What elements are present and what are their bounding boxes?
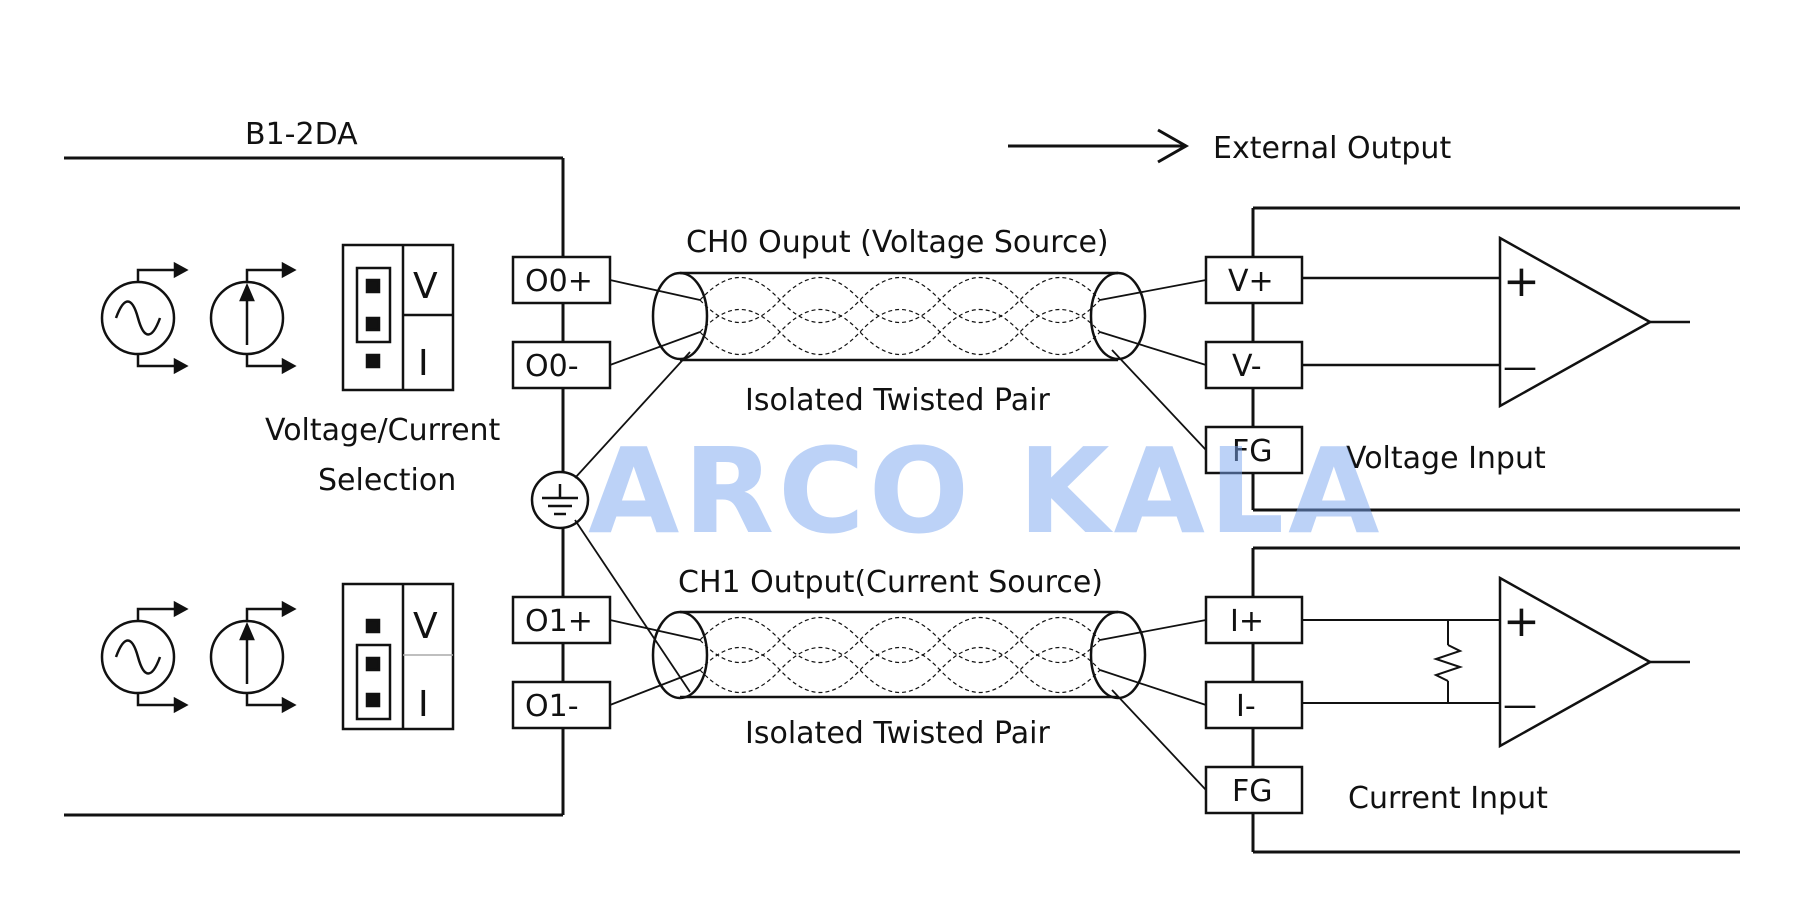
terminal-o1-plus: O1+ [525, 604, 593, 639]
current-source-icon-ch0 [209, 261, 297, 375]
ac-voltage-source-icon-ch1 [100, 600, 189, 714]
current-source-icon-ch1 [209, 600, 297, 714]
legend-arrow [1008, 128, 1190, 164]
twisted-pair-cable-ch0 [651, 271, 1147, 362]
cable-to-receiver-wires [1099, 279, 1207, 791]
jumper-i-label-ch1: I [418, 684, 429, 725]
op-amp-icon-ch0 [1302, 235, 1690, 409]
jumper-selector-ch0 [341, 243, 455, 392]
jumper-selector-ch1 [341, 582, 455, 731]
terminal-fg-ch0: FG [1232, 434, 1273, 469]
terminal-fg-ch1: FG [1232, 774, 1273, 809]
selection-label-line1: Voltage/Current [265, 413, 501, 448]
channel-0-title: CH0 Ouput (Voltage Source) [686, 225, 1109, 260]
watermark-logo: ARCO KALA [588, 422, 1383, 560]
terminal-v-plus: V+ [1228, 264, 1274, 299]
op-amp-minus-ch0: — [1503, 347, 1537, 387]
op-amp-minus-ch1: — [1503, 685, 1537, 725]
twisted-pair-cable-ch1 [651, 610, 1147, 700]
module-to-cable-wires [574, 279, 701, 706]
op-amp-plus-ch0: + [1503, 256, 1540, 307]
terminal-v-minus: V- [1232, 349, 1262, 384]
channel-1-title: CH1 Output(Current Source) [678, 565, 1103, 600]
jumper-v-label-ch1: V [413, 606, 438, 647]
op-amp-plus-ch1: + [1503, 596, 1540, 647]
module-terminal-boxes [511, 255, 612, 730]
receiver-terminal-boxes-ch1 [1204, 595, 1304, 815]
jumper-i-label-ch0: I [418, 343, 429, 384]
terminal-i-plus: I+ [1230, 604, 1264, 639]
legend-label: External Output [1213, 131, 1451, 166]
current-input-label: Current Input [1348, 781, 1548, 816]
module-box [64, 156, 565, 817]
terminal-o1-minus: O1- [525, 689, 579, 724]
selection-label-line2: Selection [318, 463, 456, 498]
resistor-icon [1432, 620, 1464, 703]
ac-voltage-source-icon-ch0 [100, 261, 189, 375]
channel-0-cable-label: Isolated Twisted Pair [745, 383, 1050, 418]
op-amp-icon-ch1 [1302, 575, 1690, 749]
terminal-o0-minus: O0- [525, 349, 579, 384]
terminal-o0-plus: O0+ [525, 264, 593, 299]
module-title: B1-2DA [245, 117, 358, 152]
channel-1-cable-label: Isolated Twisted Pair [745, 716, 1050, 751]
jumper-v-label-ch0: V [413, 266, 438, 307]
receiver-terminal-boxes-ch0 [1204, 255, 1304, 475]
ground-icon [530, 470, 590, 530]
terminal-i-minus: I- [1236, 689, 1256, 724]
voltage-input-label: Voltage Input [1346, 441, 1546, 476]
